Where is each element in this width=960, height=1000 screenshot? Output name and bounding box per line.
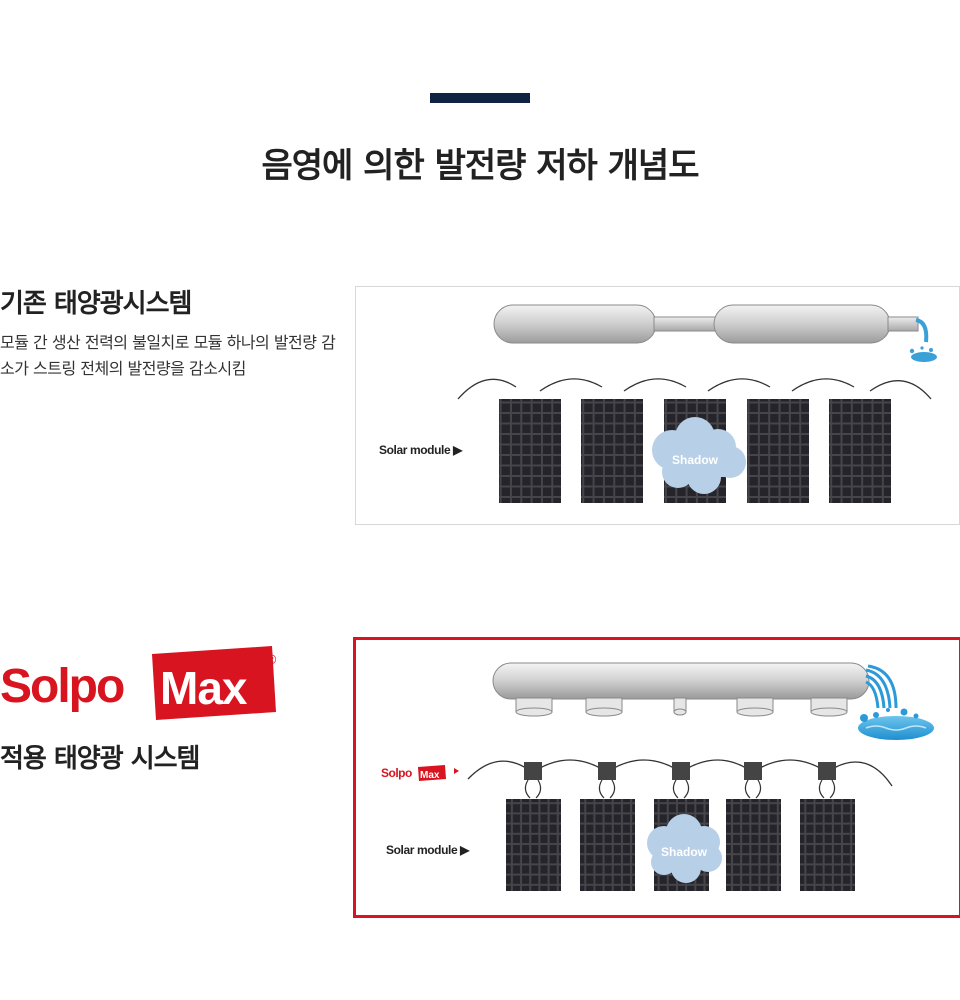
- logo-text-solpo: Solpo: [0, 660, 124, 713]
- shadow-cloud: [647, 814, 722, 883]
- wire-arcs: [467, 759, 893, 787]
- shadow-cloud: [652, 417, 746, 494]
- shadow-label: Shadow: [661, 845, 708, 859]
- solar-panel-5: [829, 399, 891, 503]
- solar-module-label: Solar module ▶: [386, 843, 470, 857]
- solpomax-logo-svg: Solpo Max ®: [0, 646, 277, 720]
- conventional-system-title: 기존 태양광시스템: [0, 289, 192, 319]
- solar-panel-2: [581, 399, 643, 503]
- solar-panel-1: [506, 799, 561, 891]
- solar-panel-4: [747, 399, 809, 503]
- water-stream: [865, 664, 898, 709]
- pipe-segment-right: [713, 304, 891, 344]
- solar-panel-5: [800, 799, 855, 891]
- solar-panel-4: [726, 799, 781, 891]
- pipe-segment-left: [493, 304, 657, 344]
- main-pipe: [492, 662, 870, 700]
- conventional-diagram: Shadow Solar module ▶: [355, 286, 960, 525]
- small-logo-max: Max: [420, 770, 440, 781]
- optimizer-leads: [524, 779, 836, 799]
- solar-panel-2: [580, 799, 635, 891]
- small-logo-solpo: Solpo: [381, 766, 412, 780]
- logo-registered-mark: ®: [266, 651, 277, 667]
- solar-module-label: Solar module ▶: [379, 443, 463, 457]
- accent-bar: [430, 93, 530, 103]
- conventional-diagram-svg: Shadow Solar module ▶: [379, 304, 937, 503]
- solpomax-logo: Solpo Max ®: [0, 642, 290, 731]
- optimizer-boxes: [524, 762, 836, 780]
- solar-panel-1: [499, 399, 561, 503]
- conventional-system-description: 모듈 간 생산 전력의 불일치로 모듈 하나의 발전량 감소가 스트링 전체의 …: [0, 333, 336, 378]
- logo-max-badge: [152, 646, 276, 720]
- pipe-outlet: [887, 316, 919, 332]
- solpomax-system-title: 적용 태양광 시스템: [0, 744, 200, 774]
- logo-text-max: Max: [160, 662, 248, 714]
- small-logo-max-badge: [418, 765, 446, 781]
- water-splash-small: [911, 352, 937, 362]
- shadow-label: Shadow: [672, 453, 719, 467]
- wire-arcs: [457, 378, 932, 400]
- water-pool: [858, 716, 934, 740]
- small-logo-arrow-icon: [454, 768, 459, 774]
- solpomax-diagram: Shadow Solpo Max Solar module ▶: [353, 637, 960, 918]
- pipe-connector: [653, 316, 717, 332]
- solpomax-diagram-svg: Shadow Solpo Max Solar module ▶: [381, 662, 934, 891]
- pipe-openings: [515, 697, 848, 717]
- water-trickle: [915, 318, 929, 343]
- page-title: 음영에 의한 발전량 저하 개념도: [261, 146, 700, 186]
